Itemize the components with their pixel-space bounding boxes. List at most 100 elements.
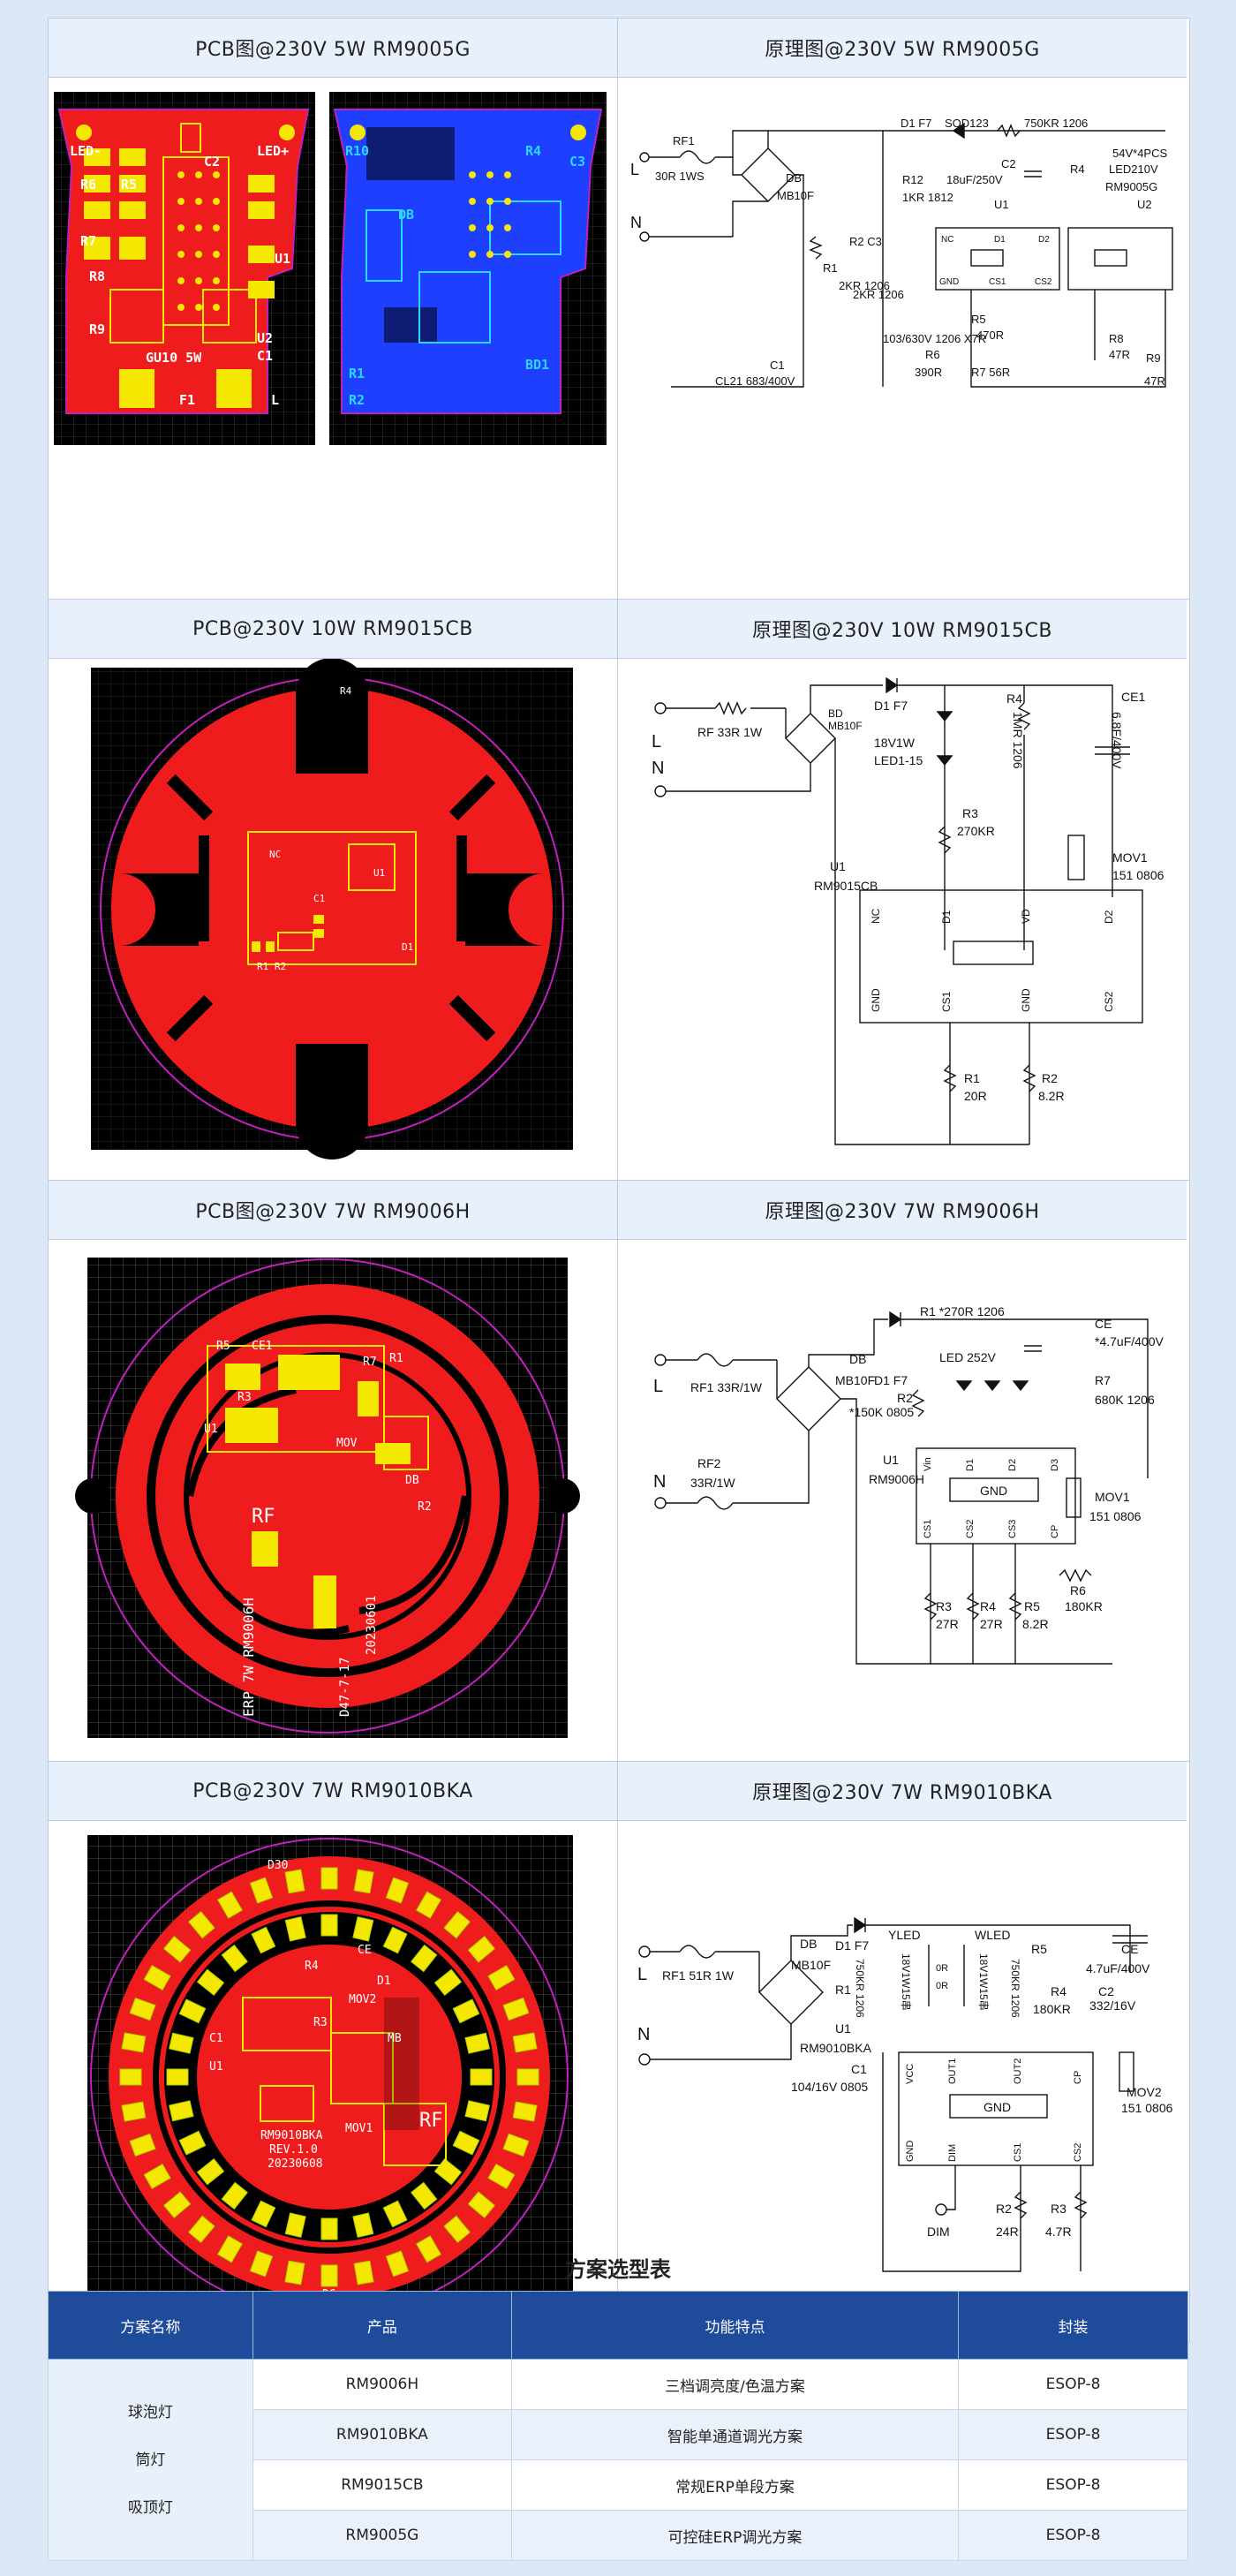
led-pad [169,2100,194,2122]
label: 0R [936,1963,948,1974]
pin-label: CS2 [1035,277,1052,287]
label: 750KR 1206 [854,1959,866,2018]
pin-label: GND [870,988,882,1012]
pin-label: CS1 [1013,2143,1023,2162]
pcb-label: R1 [389,1352,403,1365]
pcb-image-rm9005g: LED- LED+ C2 R6 R5 R7 R8 R9 U1 U2 C1 F1 … [54,92,607,445]
pcb-image-rm9015cb: NC U1 C1 R1 R2 D1 R4 [91,659,573,1160]
pin-label: OUT1 [947,2059,958,2084]
label: 151 0806 [1089,1509,1142,1523]
label: MB10F [828,720,863,732]
pcb-label: MOV [336,1437,358,1450]
label: R7 56R [971,366,1010,379]
header-features: 功能特点 [510,2291,960,2360]
led-pad [487,1965,516,1991]
pcb-label: U2 [257,330,273,346]
pcb-image-cell: CE R4 MOV2 D1 R3 MB U1 C1 RF RM9010BKA R… [49,1821,618,2342]
pin-label: GND [939,277,959,287]
solution-table: 方案名称 产品 功能特点 封装 球泡灯 筒灯 吸顶灯 RM9006H 三档调亮度… [48,2291,1188,2561]
pin-label: D2 [1007,1459,1018,1471]
label: 4.7R [1045,2225,1072,2239]
led-pad [129,2133,156,2157]
pcb-label: R3 [237,1391,252,1404]
led-pad [162,2191,192,2218]
led-pad [452,1998,480,2024]
solution-grid: PCB图@230V 5W RM9005G 原理图@230V 5W RM9005G [48,18,1190,2343]
pcb-label: REV.1.0 [269,2143,318,2157]
led-pad [284,1916,306,1942]
section-rm9006h: PCB图@230V 7W RM9006H 原理图@230V 7W RM9006H [49,1181,1189,1762]
label: RF1 [673,134,695,147]
label: 470R [976,329,1004,342]
label: 180KR [1033,2002,1071,2016]
led-pad [382,1926,408,1954]
pin-label: NC [941,235,953,245]
schematic-rm9005g: L N RF1 30R 1WS DB MB10F D1 F7 SOD123 [630,117,1173,388]
label: U1 [830,859,846,873]
label: CL21 683/400V [715,374,795,388]
label: 151 0806 [1112,868,1164,882]
pin-label: GND [1020,988,1032,1012]
label: 332/16V [1089,1998,1136,2013]
label: RM9005G [1105,180,1157,193]
led-pad [284,2260,305,2285]
pcb-label: LED+ [257,143,289,159]
schematic-cell: L N RF1 33R/1W RF2 33R/1W DB MB10F D1 F7… [618,1240,1187,1761]
label: CE1 [1121,690,1145,704]
label: 18uF/250V [946,173,1003,186]
terminal-n: N [630,214,642,231]
led-pad [467,2191,496,2218]
pin-label: CS3 [1007,1520,1018,1538]
led-pad [416,1891,441,1919]
pcb-label: R5 [216,1340,230,1353]
pin-label: VD [1020,909,1032,924]
label: R2 [1042,1071,1058,1085]
led-pad [143,1965,171,1991]
label: 18V1W15串 [977,1953,990,2011]
pcb-title: PCB图@230V 7W RM9006H [49,1181,618,1240]
led-pad [320,2264,338,2287]
led-pad [196,2158,225,2186]
led-pad [470,2068,493,2086]
section-rm9005g: PCB图@230V 5W RM9005G 原理图@230V 5W RM9005G [49,19,1189,600]
pcb-label: R4 [340,685,352,697]
label: BD [828,707,843,720]
label: 151 0806 [1121,2101,1173,2115]
pcb-title: PCB@230V 10W RM9015CB [49,600,618,659]
pcb-label: RF [419,2110,443,2132]
label: MB10F [835,1373,875,1387]
product-cell: RM9010BKA [252,2409,512,2460]
led-pad [512,2101,538,2122]
led-pad [320,1867,338,1890]
feature-cell: 三档调亮度/色温方案 [510,2359,960,2410]
led-pad [352,1916,374,1942]
pcb-label: GU10 5W [146,350,202,366]
label: R1 [835,1983,851,1997]
schematic-title: 原理图@230V 7W RM9006H [618,1181,1187,1240]
category-cell: 球泡灯 筒灯 吸顶灯 [48,2359,253,2561]
pcb-label: LED- [70,143,102,159]
label: 4.7uF/400V [1086,1961,1150,1975]
label: R5 [1031,1942,1047,1956]
product-cell: RM9005G [252,2510,512,2561]
pin-label: GND [905,2141,916,2163]
led-pad [382,2200,408,2228]
package-cell: ESOP-8 [958,2510,1188,2561]
pin-label: VCC [905,2064,916,2084]
label: 104/16V 0805 [791,2080,868,2094]
pcb-label: R5 [121,177,137,193]
led-pad [221,2181,248,2210]
label: RM9006H [869,1472,924,1486]
label: U1 [883,1453,899,1467]
label: 1MR 1206 [1011,712,1025,769]
led-pad [512,2032,538,2053]
label: LED210V [1109,162,1158,176]
table-header-row: 方案名称 产品 功能特点 封装 [48,2291,1188,2360]
label: 8.2R [1038,1089,1065,1103]
led-pad [121,2032,147,2053]
label: C1 [770,359,785,372]
led-pad [162,1936,192,1963]
feature-cell: 常规ERP单段方案 [510,2459,960,2511]
schematic-rm9015cb: L N RF 33R 1W BD MB10F D1 F7 [652,676,1164,1145]
label: MOV2 [1127,2085,1162,2099]
